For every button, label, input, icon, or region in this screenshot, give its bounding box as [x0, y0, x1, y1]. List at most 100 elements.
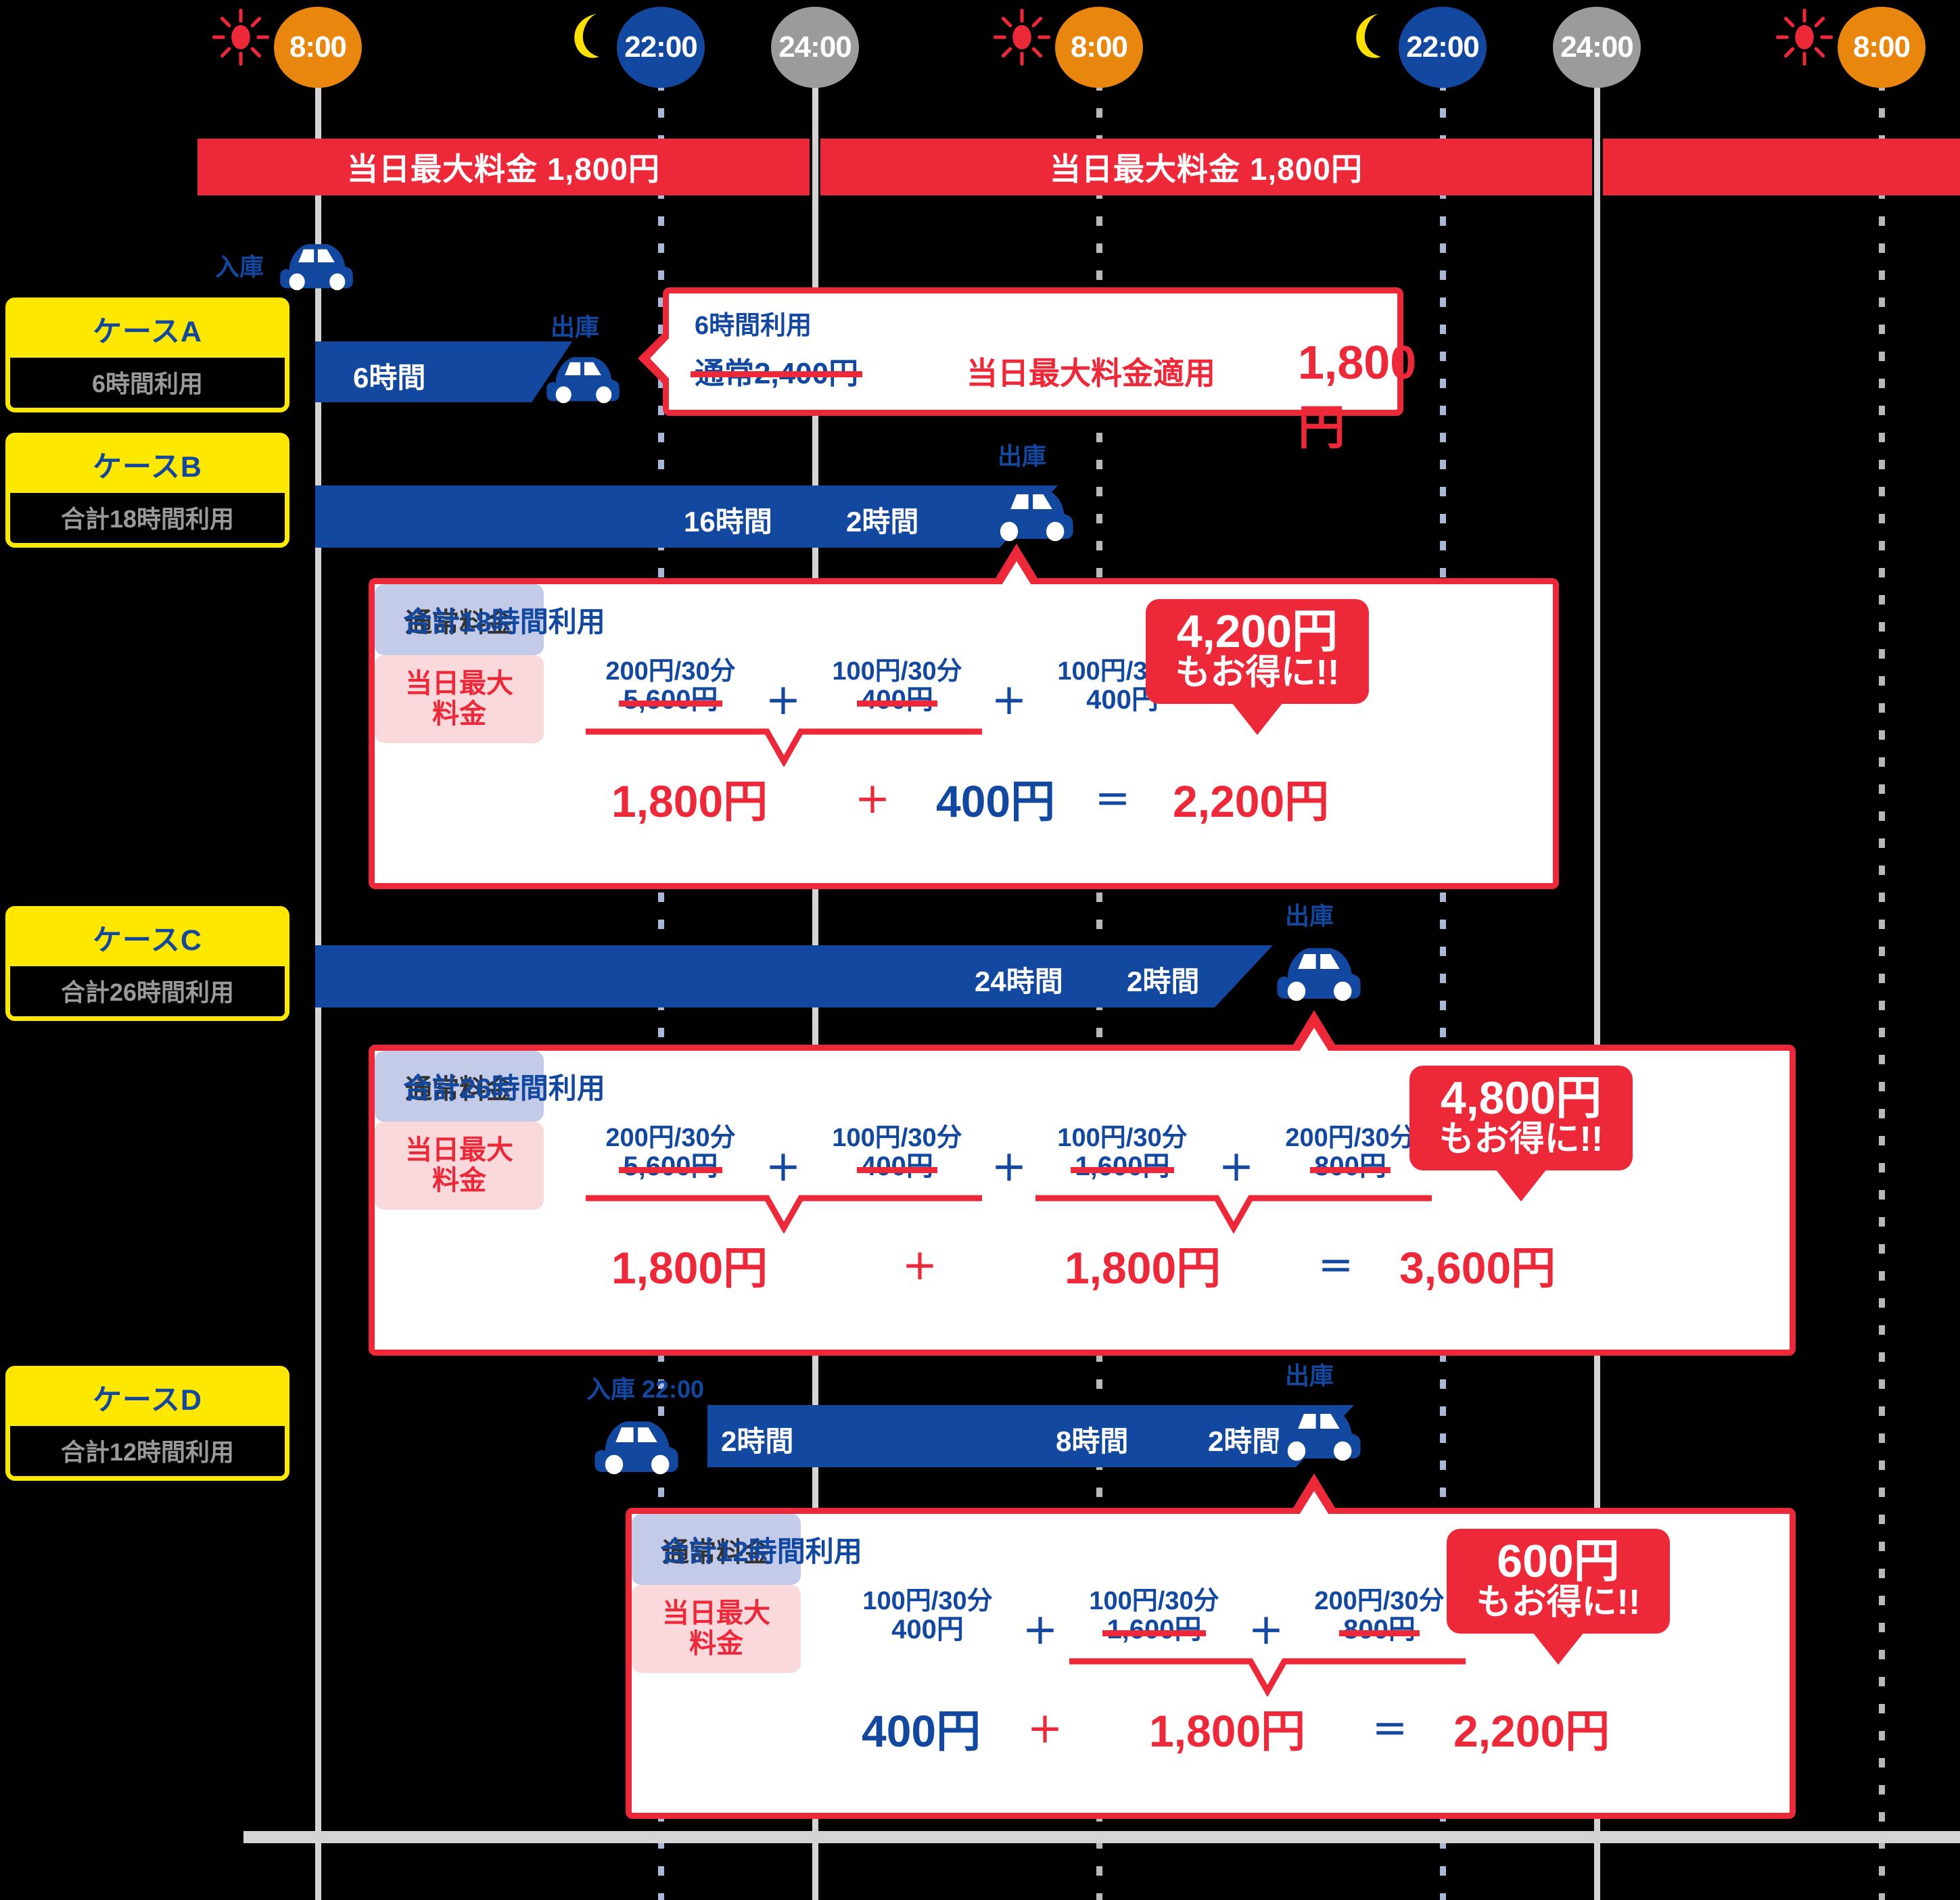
case-c-detail-card: 合計26時間利用 通常料金 当日最大料金 200円/30分 5,600円 ＋ 1… — [369, 1010, 1796, 1356]
case-tag-title: ケースA — [10, 302, 285, 358]
car-icon — [989, 488, 1073, 542]
callout-old-price: 通常2,400円 — [691, 349, 863, 392]
normal-fee-tag: 通常料金 — [632, 1514, 801, 1585]
segment-label: 24時間 — [975, 966, 1063, 997]
rate-item: 100円/30分 1,600円 — [1068, 1588, 1240, 1644]
time-label: 8:00 — [1055, 7, 1143, 88]
guide-dots-8am-day3 — [1879, 81, 1885, 1900]
exit-marker-case-b: 出庫 — [984, 433, 1160, 554]
rate-amount: 400円 — [891, 1614, 964, 1644]
exit-label: 出庫 — [998, 442, 1047, 470]
rate-unit: 200円/30分 — [605, 1124, 736, 1152]
case-tag-d[interactable]: ケースD 合計12時間利用 — [5, 1366, 289, 1481]
case-tag-sub: 合計26時間利用 — [10, 966, 285, 1016]
plus-sign: ＋ — [855, 782, 891, 821]
max-fee-line2: 料金 — [432, 1166, 486, 1195]
detail-title: 合計26時間利用 — [403, 1072, 605, 1104]
time-marker-8am-day3: 8:00 — [1775, 7, 1926, 88]
savings-amount: 4,200円 — [1176, 606, 1338, 657]
case-tag-sub: 合計12時間利用 — [10, 1426, 285, 1476]
group-brace — [586, 728, 982, 767]
equals-sign: ＝ — [1372, 1711, 1408, 1751]
plus-sign: ＋ — [766, 1149, 801, 1189]
max-fee-tag: 当日最大料金 — [632, 1585, 801, 1673]
moon-icon — [1356, 14, 1381, 58]
bottom-bar — [243, 1831, 1960, 1843]
rate-amount: 800円 — [1310, 1151, 1391, 1181]
rate-unit: 100円/30分 — [832, 657, 962, 686]
group-brace — [586, 1195, 982, 1233]
group-brace — [1069, 1658, 1466, 1696]
max-fee-line2: 料金 — [689, 1629, 743, 1659]
equals-sign: ＝ — [1095, 782, 1131, 821]
callout-applied-label: 当日最大料金適用 — [966, 356, 1215, 391]
case-b-timeline: 16時間 2時間 — [315, 485, 1079, 548]
plus-sign: ＋ — [1027, 1711, 1063, 1751]
max-fee-line1: 当日最大 — [662, 1598, 770, 1629]
plus-sign: ＋ — [1023, 1613, 1058, 1652]
exit-marker-case-a: 出庫 — [534, 308, 737, 409]
time-marker-8am-day1: 8:00 — [212, 7, 362, 88]
max-fee-tag: 当日最大料金 — [375, 1122, 544, 1210]
time-marker-10pm-day1: 22:00 — [574, 7, 705, 88]
rate-item: 200円/30分 5,600円 — [584, 1124, 757, 1181]
time-label: 22:00 — [1399, 7, 1487, 88]
car-icon — [1277, 948, 1361, 1001]
case-tag-sub: 合計18時間利用 — [10, 493, 285, 543]
time-label: 24:00 — [1553, 7, 1641, 88]
guide-dots-10pm-day2 — [1440, 81, 1446, 1900]
exit-label: 出庫 — [551, 313, 600, 341]
rate-amount: 5,600円 — [619, 684, 722, 715]
exit-label: 出庫 — [1285, 902, 1334, 930]
case-tag-a[interactable]: ケースA 6時間利用 — [5, 298, 289, 412]
exit-label: 出庫 — [1285, 1362, 1334, 1390]
rate-amount: 400円 — [857, 684, 937, 715]
rate-unit: 200円/30分 — [1314, 1587, 1445, 1615]
callout-title: 6時間利用 — [695, 312, 812, 340]
max-fee-banner-day2: 当日最大料金 1,800円 — [820, 139, 1592, 195]
guide-line-midnight-day2 — [1594, 68, 1600, 1900]
car-icon — [546, 357, 620, 404]
case-tag-c[interactable]: ケースC 合計26時間利用 — [5, 906, 289, 1021]
badge-pointer — [1495, 1168, 1547, 1202]
rate-item: 100円/30分 1,600円 — [1036, 1124, 1209, 1181]
max-fee-line2: 料金 — [432, 699, 486, 729]
rate-unit: 200円/30分 — [1285, 1124, 1416, 1152]
normal-fee-tag: 通常料金 — [375, 584, 544, 655]
time-marker-midnight-day2: 24:00 — [1553, 7, 1641, 88]
case-tag-b[interactable]: ケースB 合計18時間利用 — [5, 433, 289, 548]
total-amount: 3,600円 — [1399, 1243, 1556, 1293]
car-icon — [280, 244, 353, 291]
detail-title: 合計12時間利用 — [660, 1536, 862, 1567]
max-fee-tag: 当日最大料金 — [375, 655, 544, 743]
plus-sign: ＋ — [1249, 1613, 1284, 1652]
savings-badge: 4,200円 もお得に!! — [1146, 599, 1369, 735]
entry-marker-case-d: 入庫 22:00 — [571, 1366, 842, 1488]
entry-label-with-time: 入庫 22:00 — [586, 1375, 705, 1403]
rate-amount: 800円 — [1339, 1614, 1420, 1644]
rate-unit: 100円/30分 — [1089, 1587, 1219, 1615]
callout-price: 1,800円 — [1298, 336, 1417, 454]
time-label: 24:00 — [771, 7, 859, 88]
moon-icon — [574, 14, 599, 58]
case-tag-title: ケースB — [10, 437, 285, 493]
rate-amount: 400円 — [857, 1151, 937, 1181]
savings-amount: 600円 — [1497, 1536, 1620, 1587]
max-fee-term: 1,800円 — [611, 776, 768, 826]
rate-amount: 5,600円 — [619, 1151, 722, 1181]
group-brace — [1035, 1195, 1432, 1233]
entry-label: 入庫 — [215, 253, 264, 281]
segment-label: 2時間 — [1208, 1425, 1281, 1457]
exit-marker-case-d: 出庫 — [1271, 1352, 1447, 1474]
car-icon — [1277, 1408, 1361, 1461]
detail-title: 合計18時間利用 — [403, 606, 605, 638]
sun-icon — [993, 8, 1051, 66]
rate-item: 100円/30分 400円 — [811, 657, 983, 715]
segment-label: 16時間 — [684, 506, 772, 538]
segment-label: 2時間 — [846, 506, 919, 538]
plus-sign: ＋ — [766, 683, 801, 722]
badge-pointer — [1232, 702, 1283, 735]
rate-unit: 100円/30分 — [1057, 1124, 1188, 1152]
max-fee-line1: 当日最大 — [405, 1135, 513, 1166]
savings-badge: 600円 もお得に!! — [1447, 1529, 1670, 1665]
